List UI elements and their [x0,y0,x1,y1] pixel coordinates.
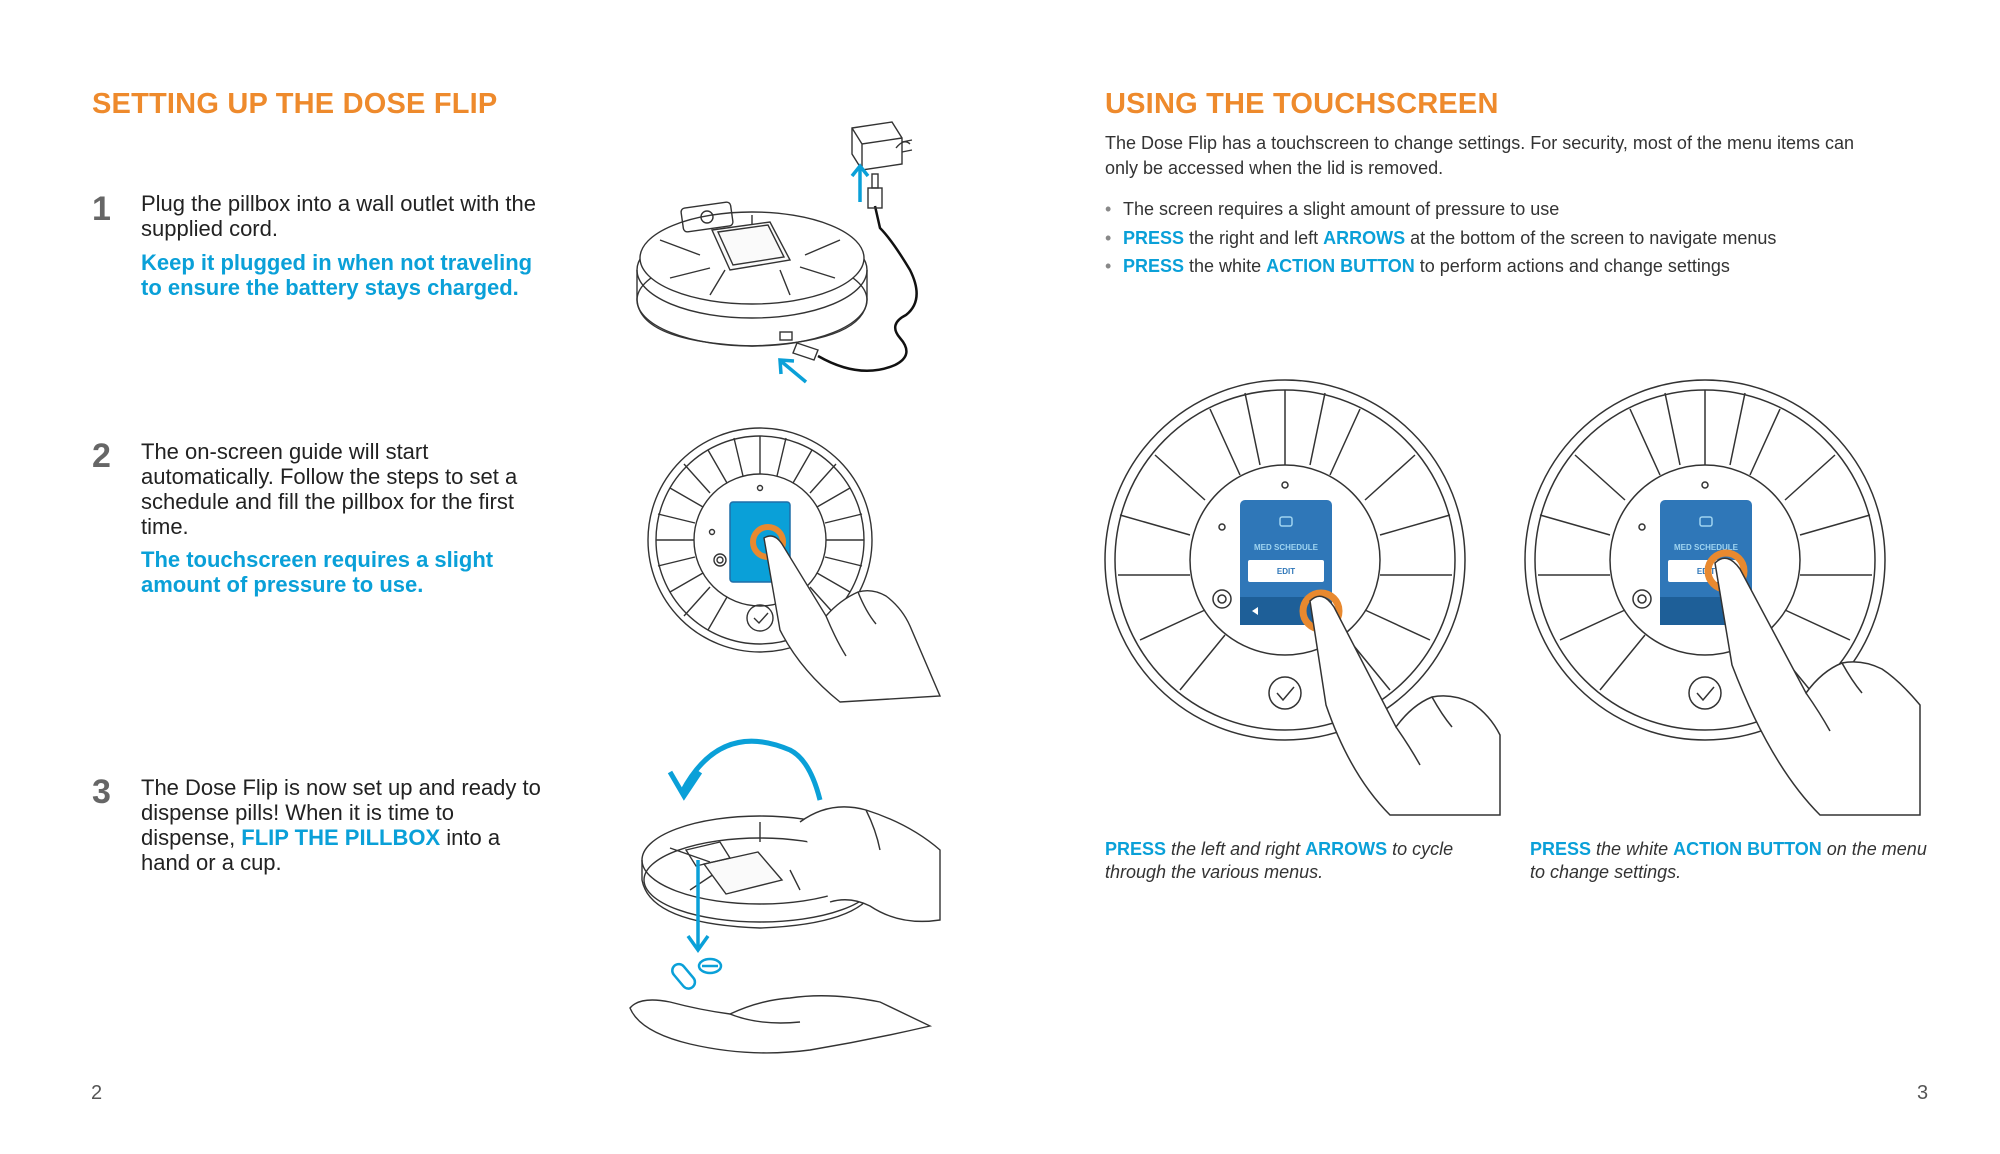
left-page-heading: SETTING UP THE DOSE FLIP [92,88,498,120]
arrows-keyword: ARROWS [1305,839,1388,859]
menu-label: MED SCHEDULE [1674,543,1739,552]
bullet-text: the white [1184,256,1267,276]
step-3-text: The Dose Flip is now set up and ready to… [141,775,551,875]
action-button-keyword: ACTION BUTTON [1266,256,1415,276]
step-2-number: 2 [92,437,111,475]
menu-label: MED SCHEDULE [1254,543,1319,552]
caption-text: to cycle through the various menus. [1105,839,1454,882]
touchscreen-bullet-list: The screen requires a slight amount of p… [1105,195,1905,281]
caption-text: on the menu to change settings. [1530,839,1927,882]
caption-arrows: PRESS the left and right ARROWS to cycle… [1105,838,1505,884]
flip-pillbox-illustration [629,738,941,1054]
press-arrows-illustration: MED SCHEDULE EDIT [1104,379,1501,816]
step-2-text: The on-screen guide will start automatic… [141,439,518,539]
step-1-tip: Keep it plugged in when not traveling to… [141,250,533,300]
press-keyword: PRESS [1123,256,1185,276]
right-page-number: 3 [1917,1082,1929,1104]
plug-in-illustration [636,121,918,384]
right-page-heading: USING THE TOUCHSCREEN [1105,88,1499,120]
press-action-button-illustration: MED SCHEDULE EDIT [1524,379,1921,816]
arrows-keyword: ARROWS [1323,227,1406,248]
step-2-tip: The touchscreen requires a slight amount… [141,547,494,597]
bullet-text: to perform actions and change settings [1414,256,1730,276]
action-button-keyword: ACTION BUTTON [1673,839,1822,859]
step-1-text: Plug the pillbox into a wall outlet with… [141,191,537,241]
step-3-text-after: into a hand or a cup. [141,825,501,875]
step-1-number: 1 [92,190,111,228]
bullet-item: PRESS the white ACTION BUTTON to perform… [1105,252,1905,281]
caption-text: the left and right [1166,839,1306,859]
bullet-text: at the bottom of the screen to navigate … [1405,227,1777,248]
caption-text: the white [1591,839,1674,859]
bullet-text: The screen requires a slight amount of p… [1123,199,1560,219]
intro-paragraph: The Dose Flip has a touchscreen to chang… [1105,133,1855,178]
left-page-number: 2 [91,1082,103,1104]
caption-action-button: PRESS the white ACTION BUTTON on the men… [1530,838,1930,884]
bullet-item: PRESS the right and left ARROWS at the b… [1105,224,1905,253]
press-keyword: PRESS [1530,839,1592,859]
press-keyword: PRESS [1123,227,1185,248]
bullet-text: the right and left [1184,227,1324,248]
bullet-item: The screen requires a slight amount of p… [1105,195,1905,224]
flip-the-pillbox-highlight: FLIP THE PILLBOX [241,825,441,850]
step-3-text-before: The Dose Flip is now set up and ready to… [141,775,541,850]
touchscreen-press-illustration [647,427,942,703]
edit-button-label: EDIT [1277,567,1295,576]
step-3-number: 3 [92,773,111,811]
press-keyword: PRESS [1105,839,1167,859]
